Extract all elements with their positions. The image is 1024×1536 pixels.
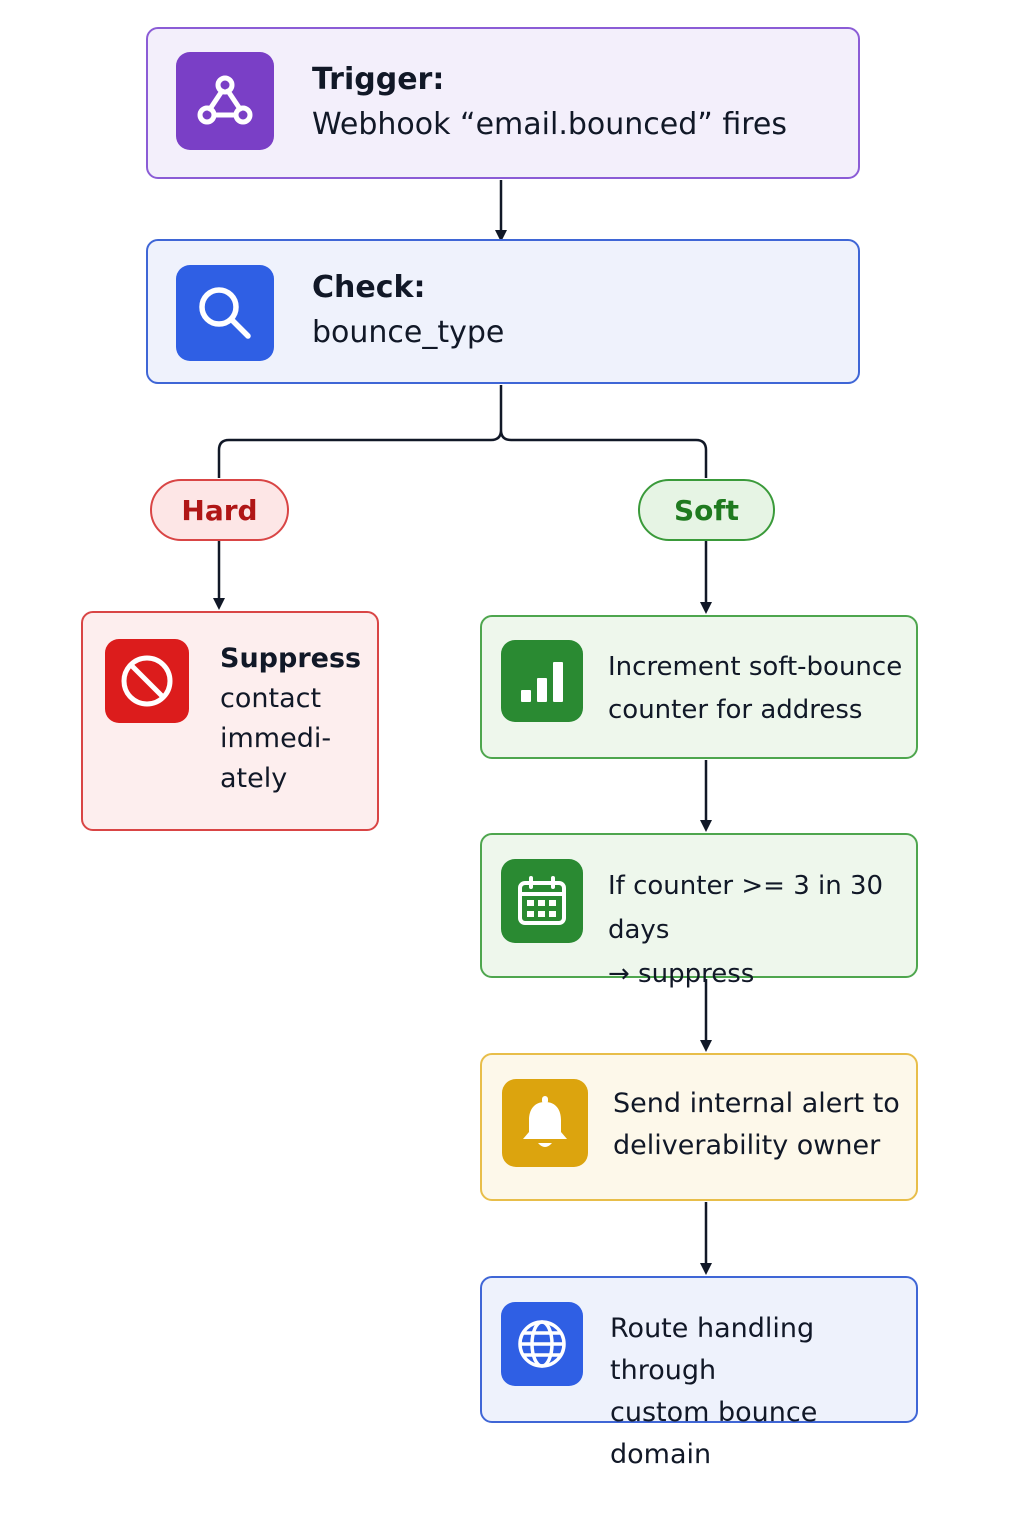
block-icon [105, 639, 189, 723]
trigger-node: Trigger: Webhook “email.bounced” fires [146, 27, 860, 179]
counter-check-line-1: If counter >= 3 in 30 days [608, 871, 884, 945]
branch-soft-label: Soft [638, 479, 775, 541]
check-title: Check: [312, 270, 426, 305]
alert-node: Send internal alert to deliverability ow… [480, 1053, 918, 1201]
increment-line-2: counter for address [608, 695, 863, 725]
trigger-detail: Webhook “email.bounced” fires [312, 107, 788, 142]
route-line-2: custom bounce domain [610, 1397, 818, 1470]
bell-icon [502, 1079, 588, 1167]
route-line-1: Route handling through [610, 1313, 815, 1386]
trigger-title: Trigger: [312, 62, 445, 97]
route-node: Route handling through custom bounce dom… [480, 1276, 918, 1470]
calendar-icon [501, 859, 583, 943]
suppress-line-2: contact [220, 683, 322, 714]
suppress-line-1: Suppress [220, 643, 362, 674]
branch-split-lines [217, 385, 708, 478]
webhook-icon [176, 52, 274, 150]
suppress-line-4: ately [220, 763, 288, 794]
increment-node: Increment soft-bounce counter for addres… [480, 615, 918, 759]
search-icon [176, 265, 274, 361]
bar-chart-icon [501, 640, 583, 722]
alert-line-2: deliverability owner [613, 1130, 881, 1161]
counter-check-node: If counter >= 3 in 30 days → suppress [480, 833, 918, 989]
alert-line-1: Send internal alert to [613, 1088, 900, 1119]
suppress-line-3: immedi- [220, 723, 332, 754]
increment-line-1: Increment soft-bounce [608, 652, 903, 682]
check-detail: bounce_type [312, 315, 505, 350]
counter-check-line-2: → suppress [608, 959, 755, 989]
suppress-node: Suppress contact immedi- ately [81, 611, 379, 831]
check-node: Check: bounce_type [146, 239, 860, 384]
branch-hard-label: Hard [150, 479, 289, 541]
globe-icon [501, 1302, 583, 1386]
